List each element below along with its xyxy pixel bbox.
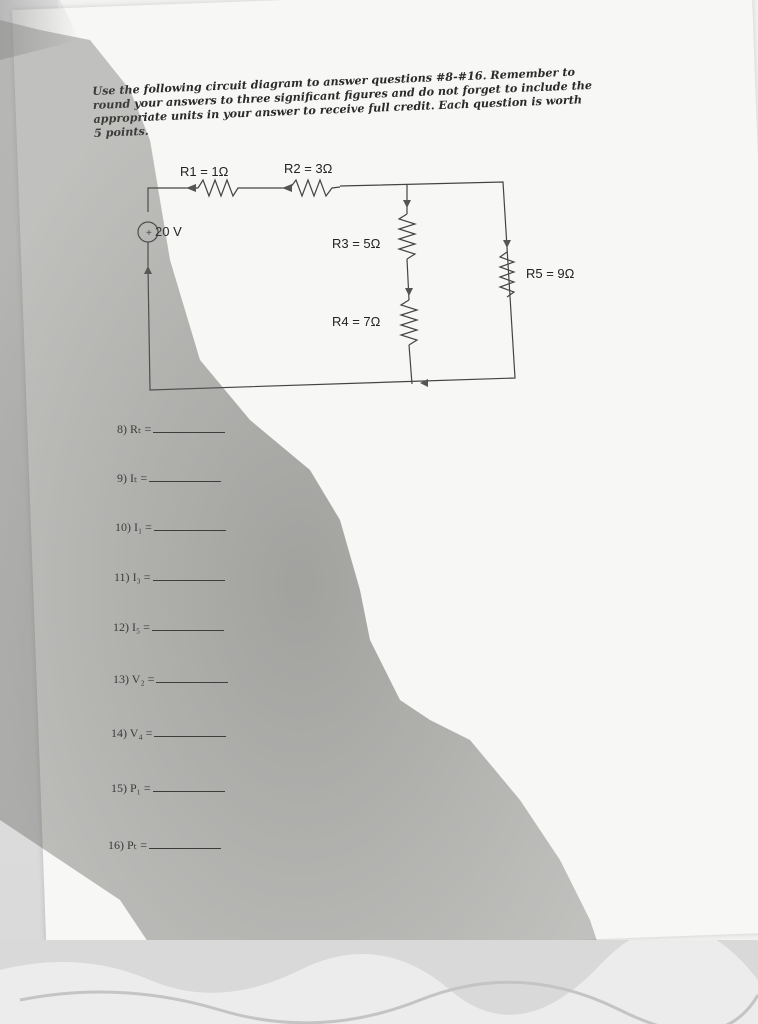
source-label: 20 V <box>155 224 182 239</box>
answer-blank-16[interactable] <box>148 838 221 849</box>
answer-blank-11[interactable] <box>152 570 225 581</box>
r4-label: R4 = 7Ω <box>332 314 381 329</box>
question-16: 16) Pₜ = <box>108 838 221 853</box>
question-8: 8) Rₜ = <box>117 422 226 437</box>
resistor-r4 <box>398 299 420 346</box>
resistor-r2 <box>289 178 341 198</box>
arrow-source <box>144 266 152 274</box>
arrow-r5 <box>503 240 511 248</box>
arrow-r3 <box>403 200 411 208</box>
answer-blank-14[interactable] <box>154 726 227 737</box>
r5-label: R5 = 9Ω <box>526 266 575 281</box>
arrow-r2 <box>282 184 292 192</box>
wire-r4-bottom <box>408 344 413 385</box>
question-12: 12) I₅ = <box>113 620 224 635</box>
arrow-r1 <box>186 184 196 192</box>
answer-blank-9[interactable] <box>149 471 222 482</box>
question-10: 10) I₁ = <box>115 520 226 535</box>
resistor-r3 <box>396 213 418 260</box>
cloth-bottom <box>0 940 758 1024</box>
arrow-r4 <box>405 288 413 296</box>
r3-label: R3 = 5Ω <box>332 236 381 251</box>
wire-top-left <box>147 187 198 212</box>
r1-label: R1 = 1Ω <box>180 164 229 179</box>
answer-blank-12[interactable] <box>151 620 224 631</box>
resistor-r5 <box>498 251 516 298</box>
question-9: 9) Iₜ = <box>117 471 222 486</box>
wire-loop <box>147 181 516 391</box>
answer-blank-13[interactable] <box>156 672 229 683</box>
arrow-bottom <box>420 379 428 387</box>
question-11: 11) I₃ = <box>114 570 225 585</box>
answer-blank-8[interactable] <box>153 422 226 433</box>
answer-blank-10[interactable] <box>153 520 226 531</box>
plus-sign: + <box>146 228 152 239</box>
question-13: 13) V₂ = <box>113 672 229 687</box>
r2-label: R2 = 3Ω <box>284 161 333 176</box>
question-14: 14) V₄ = <box>111 726 227 741</box>
answer-blank-15[interactable] <box>152 781 225 792</box>
question-15: 15) P₁ = <box>111 781 225 796</box>
resistor-r1 <box>197 178 246 198</box>
